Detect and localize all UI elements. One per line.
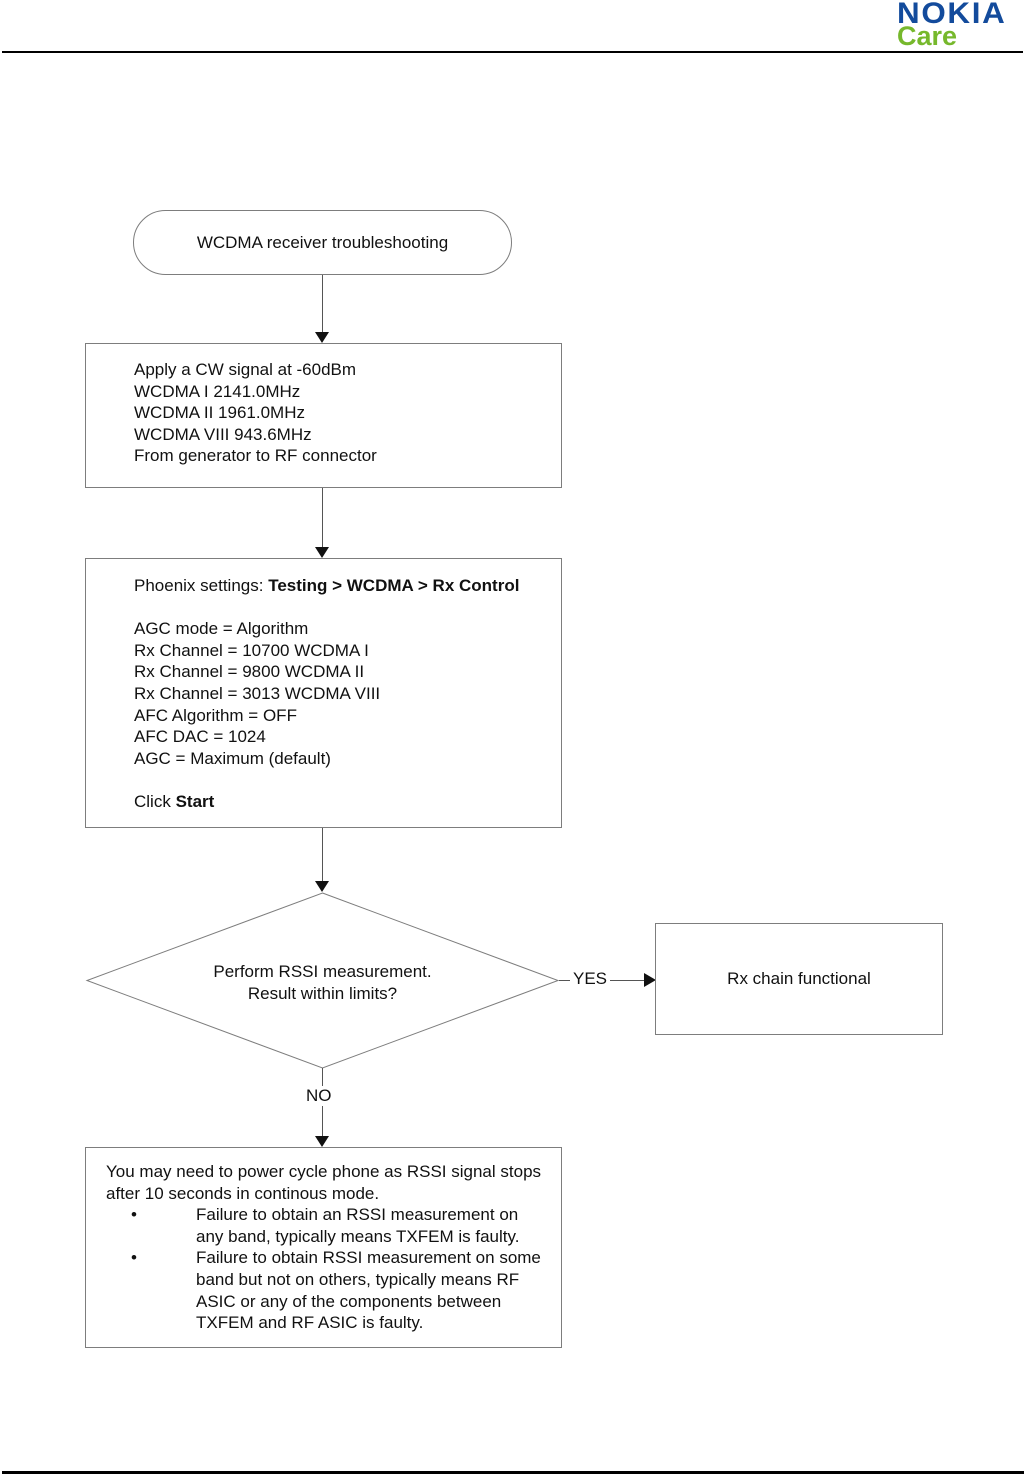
yes-edge-label: YES — [570, 969, 611, 989]
failure-diagnosis-box: You may need to power cycle phone as RSS… — [85, 1147, 562, 1348]
blank-line — [134, 597, 551, 619]
phoenix-setting-line: AGC = Maximum (default) — [134, 748, 331, 768]
phoenix-setting-line: Rx Channel = 10700 WCDMA I — [134, 640, 369, 660]
connector-line-phoenix-to-decision — [322, 828, 323, 881]
phoenix-setting-line: Rx Channel = 9800 WCDMA II — [134, 662, 365, 682]
click-prefix: Click — [134, 791, 176, 811]
rx-chain-functional-label: Rx chain functional — [727, 969, 871, 989]
bullet-icon: • — [131, 1205, 137, 1225]
blank-line — [134, 769, 551, 791]
nokia-logo: NOKIA — [897, 0, 1007, 30]
signal-line: WCDMA VIII 943.6MHz — [134, 424, 312, 444]
connector-line-start-to-signal — [322, 275, 323, 334]
signal-line: WCDMA I 2141.0MHz — [134, 381, 301, 401]
rx-chain-functional-box: Rx chain functional — [655, 923, 943, 1035]
phoenix-intro-prefix: Phoenix settings: — [134, 576, 269, 595]
phoenix-setting-line: AGC mode = Algorithm — [134, 619, 309, 639]
arrow-down-icon — [315, 332, 329, 343]
phoenix-intro-line: Phoenix settings: Testing > WCDMA > Rx C… — [134, 575, 551, 597]
bullet-icon: • — [131, 1248, 137, 1268]
arrow-down-icon — [315, 881, 329, 892]
signal-line: WCDMA II 1961.0MHz — [134, 403, 305, 423]
diagnosis-intro: You may need to power cycle phone as RSS… — [106, 1162, 542, 1203]
phoenix-setting-line: AFC Algorithm = OFF — [134, 705, 297, 725]
start-node-label: WCDMA receiver troubleshooting — [196, 232, 449, 252]
signal-box: Apply a CW signal at -60dBm WCDMA I 2141… — [85, 343, 562, 488]
arrow-right-icon — [644, 973, 656, 987]
diagnosis-bullet-text: Failure to obtain an RSSI measurement on… — [196, 1205, 520, 1246]
phoenix-setting-line: Rx Channel = 3013 WCDMA VIII — [134, 683, 381, 703]
click-start-label: Start — [175, 791, 215, 811]
arrow-down-icon — [315, 1136, 329, 1147]
nokia-care-logo: Care — [897, 21, 958, 51]
footer-divider — [2, 1471, 1024, 1474]
phoenix-menu-path: Testing > WCDMA > Rx Control — [268, 576, 520, 595]
decision-line-1: Perform RSSI measurement. — [213, 962, 432, 981]
connector-line-signal-to-phoenix — [322, 488, 323, 547]
phoenix-click-line: Click Start — [134, 791, 551, 813]
diagnosis-bullet-item: • Failure to obtain RSSI measurement on … — [131, 1247, 543, 1333]
diagnosis-bullet-text: Failure to obtain RSSI measurement on so… — [196, 1248, 541, 1333]
signal-line: From generator to RF connector — [134, 446, 377, 466]
diagnosis-bullet-item: • Failure to obtain an RSSI measurement … — [131, 1204, 543, 1247]
signal-line: Apply a CW signal at -60dBm — [134, 360, 357, 379]
phoenix-settings-box: Phoenix settings: Testing > WCDMA > Rx C… — [85, 558, 562, 828]
header-divider — [2, 51, 1023, 53]
decision-text: Perform RSSI measurement. Result within … — [132, 961, 513, 1004]
arrow-down-icon — [315, 547, 329, 558]
phoenix-setting-line: AFC DAC = 1024 — [134, 727, 266, 747]
decision-line-2: Result within limits? — [247, 983, 398, 1003]
no-edge-label: NO — [303, 1086, 335, 1106]
flowchart-start-node: WCDMA receiver troubleshooting — [133, 210, 512, 275]
